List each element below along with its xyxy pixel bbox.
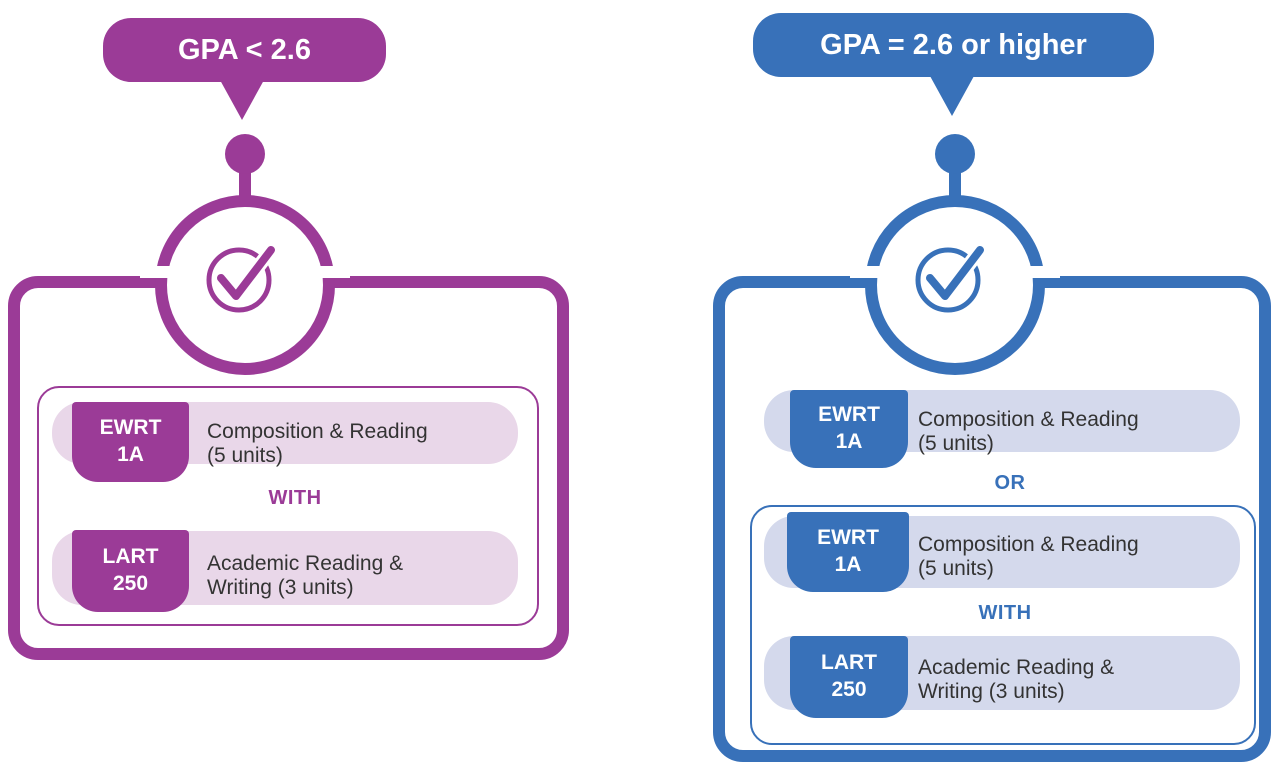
course-code-line2: 250 <box>112 572 149 595</box>
course-code-line2: 1A <box>834 553 862 576</box>
check-circle-icon <box>206 243 278 313</box>
right-course-desc-ewrt-alone: Composition & Reading (5 units) <box>918 408 1139 455</box>
left-gpa-label: GPA < 2.6 <box>103 18 386 82</box>
left-course-desc-ewrt: Composition & Reading (5 units) <box>207 420 428 467</box>
right-course-code-ewrt-alone: EWRT 1A <box>790 390 908 468</box>
course-code-line2: 250 <box>831 678 867 701</box>
course-code-line1: EWRT <box>818 403 880 427</box>
left-course-code-lart: LART 250 <box>72 530 189 612</box>
left-bubble-tail <box>220 80 264 120</box>
course-code-line1: EWRT <box>99 416 162 440</box>
right-course-desc-lart: Academic Reading & Writing (3 units) <box>918 656 1115 703</box>
right-bubble-tail <box>930 76 974 116</box>
left-course-code-ewrt: EWRT 1A <box>72 402 189 482</box>
check-circle-icon <box>915 243 987 313</box>
course-code-line1: LART <box>102 545 159 569</box>
course-code-line1: EWRT <box>817 526 879 550</box>
right-course-code-ewrt: EWRT 1A <box>787 512 909 592</box>
course-code-line2: 1A <box>117 443 144 466</box>
right-connector-or: OR <box>994 472 1026 494</box>
right-gpa-label: GPA = 2.6 or higher <box>753 13 1154 77</box>
right-connector-with: WITH <box>978 602 1032 624</box>
right-course-desc-ewrt: Composition & Reading (5 units) <box>918 533 1139 580</box>
course-code-line2: 1A <box>835 430 863 453</box>
left-connector-with: WITH <box>268 487 322 509</box>
course-code-line1: LART <box>821 651 877 675</box>
right-course-code-lart: LART 250 <box>790 636 908 718</box>
left-course-desc-lart: Academic Reading & Writing (3 units) <box>207 552 404 599</box>
